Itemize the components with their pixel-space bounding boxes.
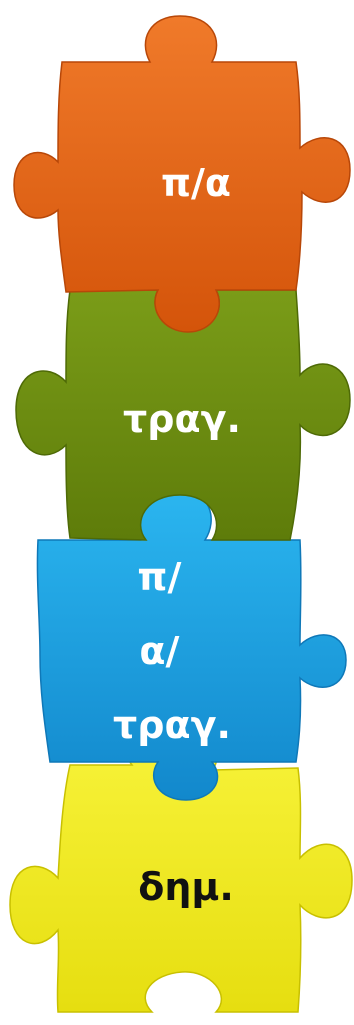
blue-piece-label: π/ α/ τραγ. bbox=[113, 555, 231, 747]
yellow-piece-label: δημ. bbox=[138, 865, 234, 909]
orange-piece-label: π/α bbox=[161, 161, 231, 205]
puzzle-piece-yellow bbox=[9, 728, 353, 1013]
puzzle-piece-blue bbox=[36, 487, 347, 801]
green-piece-label: τραγ. bbox=[123, 397, 241, 441]
puzzle-piece-orange bbox=[13, 15, 351, 333]
